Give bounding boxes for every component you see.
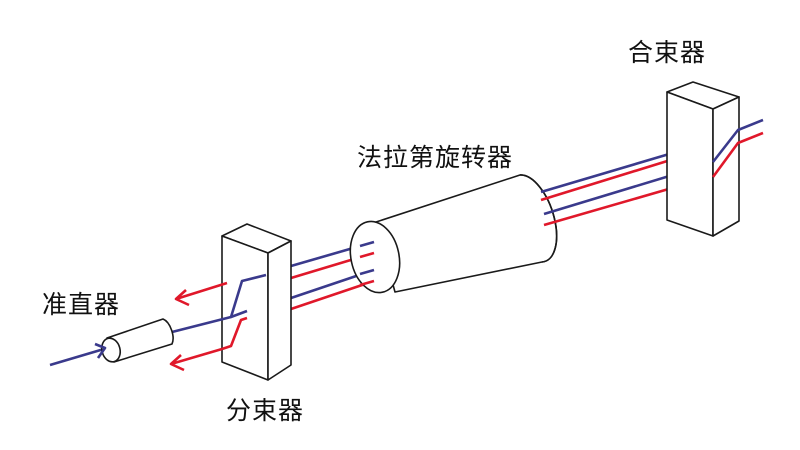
beam-blue-upper-right <box>540 150 677 194</box>
beam-splitter-label: 分束器 <box>226 396 305 425</box>
beams-rotator-to-combiner <box>540 150 680 227</box>
reflected-arrow-lower-icon <box>169 354 185 372</box>
collimator-body <box>106 318 174 363</box>
beam-combiner-block <box>666 81 764 237</box>
beam-red-split <box>221 316 248 351</box>
faraday-rotator-label: 法拉第旋转器 <box>357 143 514 172</box>
beam-blue-inside-2 <box>359 268 375 276</box>
beam-red-upper-right <box>540 156 678 202</box>
beam-combiner-label: 合束器 <box>628 38 707 67</box>
beam-red-inside-1 <box>359 251 375 259</box>
reflected-arrow-upper-icon <box>174 289 190 307</box>
rotator-front-face <box>349 220 401 294</box>
beam-blue-input <box>49 347 105 367</box>
faraday-rotator-cylinder <box>349 174 558 294</box>
beam-red-combined <box>711 131 764 178</box>
beam-splitter-block <box>221 223 292 381</box>
input-arrowhead-icon <box>94 342 107 359</box>
beam-blue-lower-right <box>543 172 677 216</box>
beam-red-lower-mid <box>290 279 375 311</box>
beam-red-inside-2 <box>359 279 375 287</box>
beam-blue-collimated <box>171 315 232 334</box>
collimator <box>49 315 232 367</box>
splitter-front <box>221 235 269 381</box>
combiner-front <box>666 91 714 237</box>
rotator-back-rim <box>519 174 558 263</box>
reflected-beams <box>169 281 228 372</box>
reflected-beam-upper <box>175 281 228 301</box>
beam-blue-split <box>229 273 267 319</box>
beam-red-lower-right <box>543 184 680 227</box>
splitter-side <box>267 240 292 381</box>
beam-blue-combined <box>711 118 764 163</box>
beam-blue-inside-1 <box>359 240 375 248</box>
collimator-label: 准直器 <box>42 290 121 319</box>
combiner-side <box>712 96 740 237</box>
reflected-beam-lower <box>170 347 223 366</box>
rotator-body <box>375 174 558 293</box>
